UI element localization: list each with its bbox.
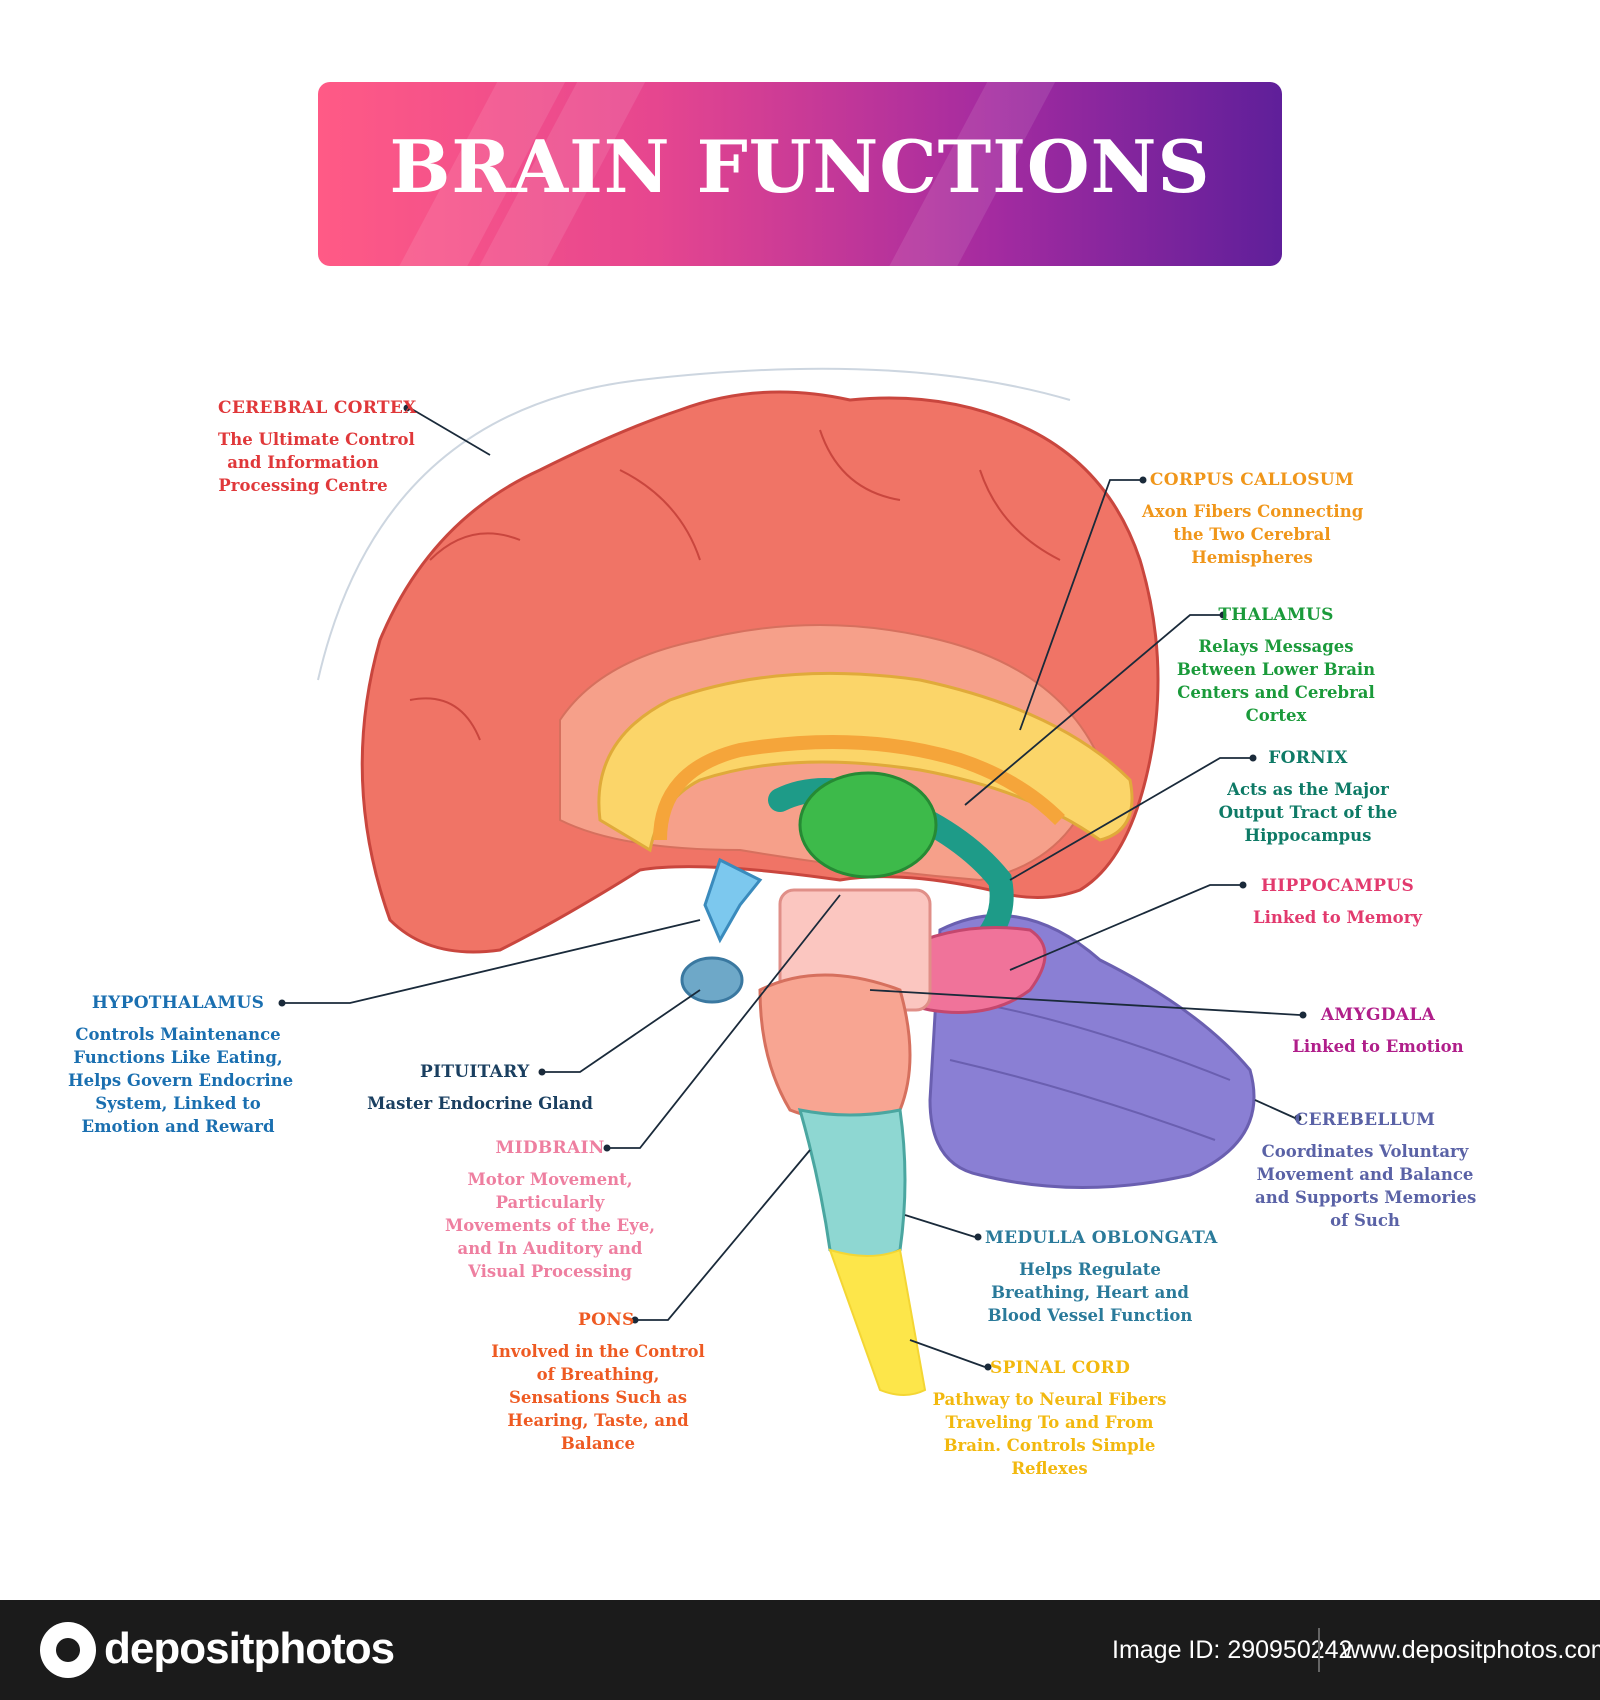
camera-logo-icon bbox=[40, 1622, 96, 1678]
label-name: HYPOTHALAMUS bbox=[91, 993, 265, 1013]
footer-divider bbox=[1318, 1628, 1320, 1672]
label-name: MIDBRAIN bbox=[495, 1138, 605, 1158]
spinal-cord-shape bbox=[828, 1248, 927, 1396]
pons-shape bbox=[758, 973, 912, 1122]
site-url: www.depositphotos.com bbox=[1342, 1636, 1600, 1664]
label-hippocampus: HIPPOCAMPUS Linked to Memory bbox=[1250, 876, 1425, 929]
label-name: PONS bbox=[578, 1310, 635, 1330]
corpus-callosum-shape bbox=[597, 671, 1134, 853]
label-desc: Linked to Memory bbox=[1253, 908, 1422, 927]
hypothalamus-shape bbox=[703, 857, 763, 944]
label-name: AMYGDALA bbox=[1320, 1005, 1436, 1025]
label-desc: Linked to Emotion bbox=[1292, 1037, 1464, 1056]
cortex-arc bbox=[317, 367, 1071, 681]
label-name: THALAMUS bbox=[1218, 605, 1334, 625]
footer-bar: depositphotos Image ID: 290950242 www.de… bbox=[0, 1600, 1600, 1700]
page-title: BRAIN FUNCTIONS bbox=[389, 124, 1211, 209]
title-banner: BRAIN FUNCTIONS bbox=[318, 82, 1282, 266]
image-id: Image ID: 290950242 bbox=[1112, 1636, 1353, 1664]
label-amygdala: AMYGDALA Linked to Emotion bbox=[1288, 1005, 1468, 1058]
leader-dots bbox=[278, 404, 1307, 1371]
label-name: CEREBELLUM bbox=[1294, 1110, 1436, 1130]
brand-name: depositphotos bbox=[104, 1624, 395, 1673]
label-name: PITUITARY bbox=[420, 1062, 530, 1082]
label-name: HIPPOCAMPUS bbox=[1260, 876, 1415, 896]
label-name: CEREBRAL CORTEX bbox=[218, 398, 417, 418]
leader-lines bbox=[285, 407, 1301, 1368]
label-name: FORNIX bbox=[1268, 748, 1348, 768]
label-name: SPINAL CORD bbox=[990, 1358, 1131, 1378]
label-desc: Master Endocrine Gland bbox=[367, 1094, 593, 1113]
label-name: MEDULLA OBLONGATA bbox=[985, 1228, 1218, 1248]
label-name: CORPUS CALLOSUM bbox=[1149, 470, 1355, 490]
label-pituitary: PITUITARY Master Endocrine Gland bbox=[365, 1062, 595, 1115]
medulla-shape bbox=[797, 1108, 907, 1262]
thalamus-shape bbox=[798, 771, 938, 879]
